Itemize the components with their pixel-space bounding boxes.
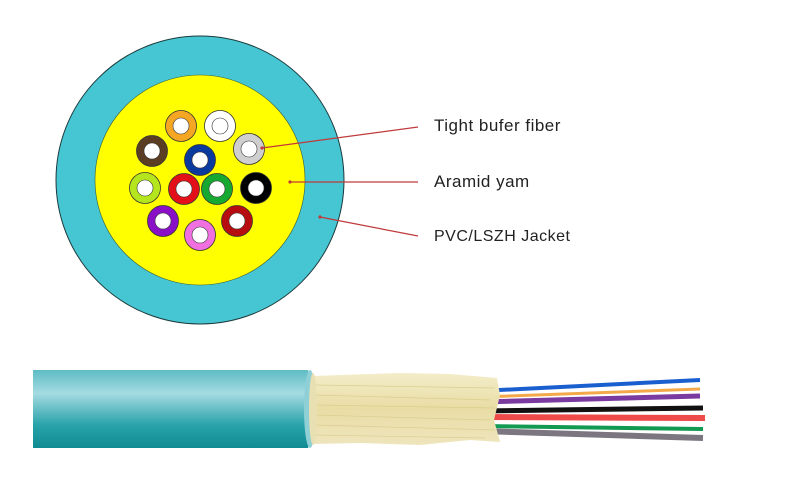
cable-cross-section: [55, 35, 345, 325]
fiber-core: [208, 180, 226, 198]
fiber-core: [143, 142, 161, 160]
fiber-core: [191, 226, 209, 244]
fiber-core: [191, 151, 209, 169]
aramid-yarn: [312, 373, 500, 445]
fiber-core: [240, 140, 258, 158]
cable-jacket: [33, 370, 313, 448]
label-tight-buffer-fiber: Tight bufer fiber: [434, 116, 561, 135]
fiber-core: [154, 212, 172, 230]
aramid-yarn-area: [94, 74, 306, 286]
fiber-core: [211, 117, 229, 135]
fiber-strands: [479, 378, 706, 441]
label-jacket: PVC/LSZH Jacket: [434, 228, 571, 245]
leader-lines: [260, 126, 419, 237]
fiber-core: [172, 117, 190, 135]
cable-side-view: [33, 370, 706, 448]
fiber-core: [228, 212, 246, 230]
fiber-core: [247, 179, 265, 197]
tight-buffer-fibers: [129, 110, 272, 251]
fiber-core: [175, 180, 193, 198]
fiber-core: [136, 179, 154, 197]
label-aramid-yarn: Aramid yam: [434, 172, 530, 191]
